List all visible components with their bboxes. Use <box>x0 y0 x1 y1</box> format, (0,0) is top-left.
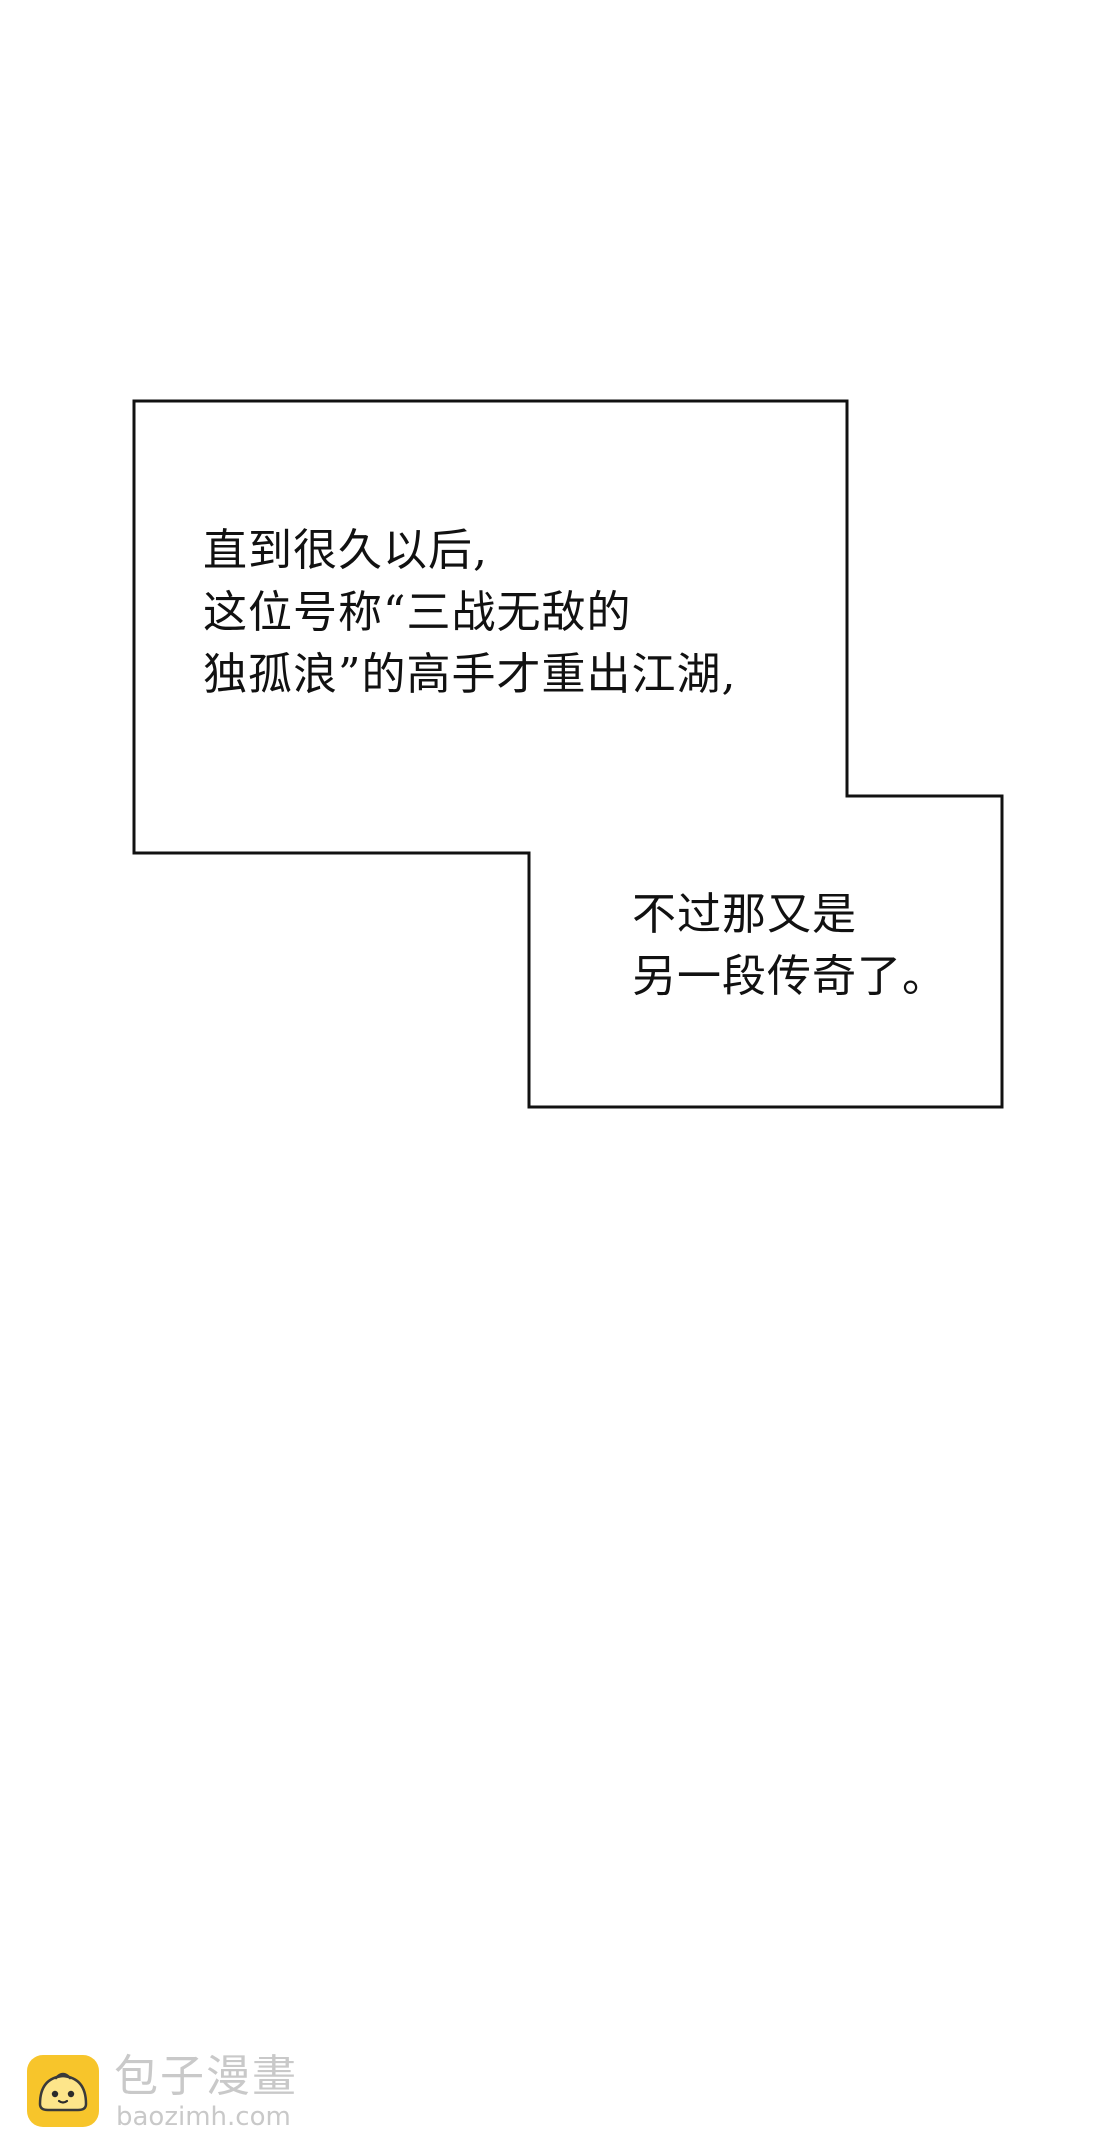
caption-1-line-2: 这位号称“三战无敌的 <box>203 587 632 638</box>
caption-1-line-3: 独孤浪”的高手才重出江湖, <box>203 649 737 700</box>
site-watermark: 包子漫畫 baozimh.com <box>26 2050 326 2136</box>
caption-box-border <box>132 399 1004 1109</box>
caption-1-line-1: 直到很久以后, <box>203 525 488 576</box>
watermark-site-url: baozimh.com <box>116 2102 291 2132</box>
narration-caption-1: 直到很久以后, 这位号称“三战无敌的 独孤浪”的高手才重出江湖, <box>203 520 736 706</box>
caption-2-line-1: 不过那又是 <box>632 889 857 940</box>
watermark-site-name: 包子漫畫 <box>114 2051 298 2102</box>
steamed-bun-icon <box>27 2055 99 2127</box>
narration-caption-2: 不过那又是 另一段传奇了。 <box>632 884 947 1008</box>
caption-2-line-2: 另一段传奇了。 <box>632 951 947 1002</box>
